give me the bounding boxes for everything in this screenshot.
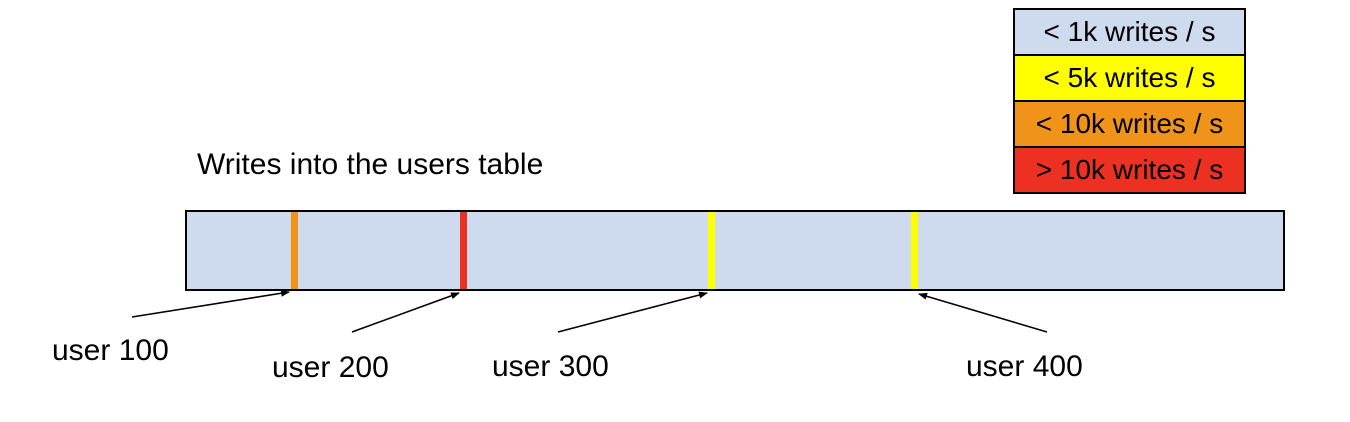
arrow-user-300 <box>557 291 708 333</box>
legend-item-under-1k: < 1k writes / s <box>1013 8 1246 56</box>
label-user-200: user 200 <box>272 351 389 384</box>
label-user-100: user 100 <box>52 334 169 367</box>
label-user-400: user 400 <box>966 350 1083 383</box>
write-hotspot-user-100 <box>291 212 298 289</box>
legend-item-under-5k: < 5k writes / s <box>1013 54 1246 102</box>
write-hotspot-user-300 <box>708 212 715 289</box>
write-hotspot-user-200 <box>460 212 467 289</box>
diagram-title: Writes into the users table <box>197 148 544 181</box>
legend-item-label: > 10k writes / s <box>1035 154 1224 185</box>
legend-item-over-10k: > 10k writes / s <box>1013 146 1246 194</box>
arrow-user-200 <box>351 292 460 333</box>
arrow-user-100 <box>131 289 290 318</box>
legend-item-label: < 1k writes / s <box>1043 16 1216 47</box>
users-table-bar <box>185 210 1285 291</box>
label-user-300: user 300 <box>492 350 609 383</box>
legend-item-under-10k: < 10k writes / s <box>1013 100 1246 148</box>
legend-item-label: < 5k writes / s <box>1043 62 1216 93</box>
legend: < 1k writes / s < 5k writes / s < 10k wr… <box>1013 8 1246 194</box>
write-hotspot-user-400 <box>911 212 918 289</box>
legend-item-label: < 10k writes / s <box>1035 108 1224 139</box>
arrow-user-400 <box>918 292 1048 333</box>
